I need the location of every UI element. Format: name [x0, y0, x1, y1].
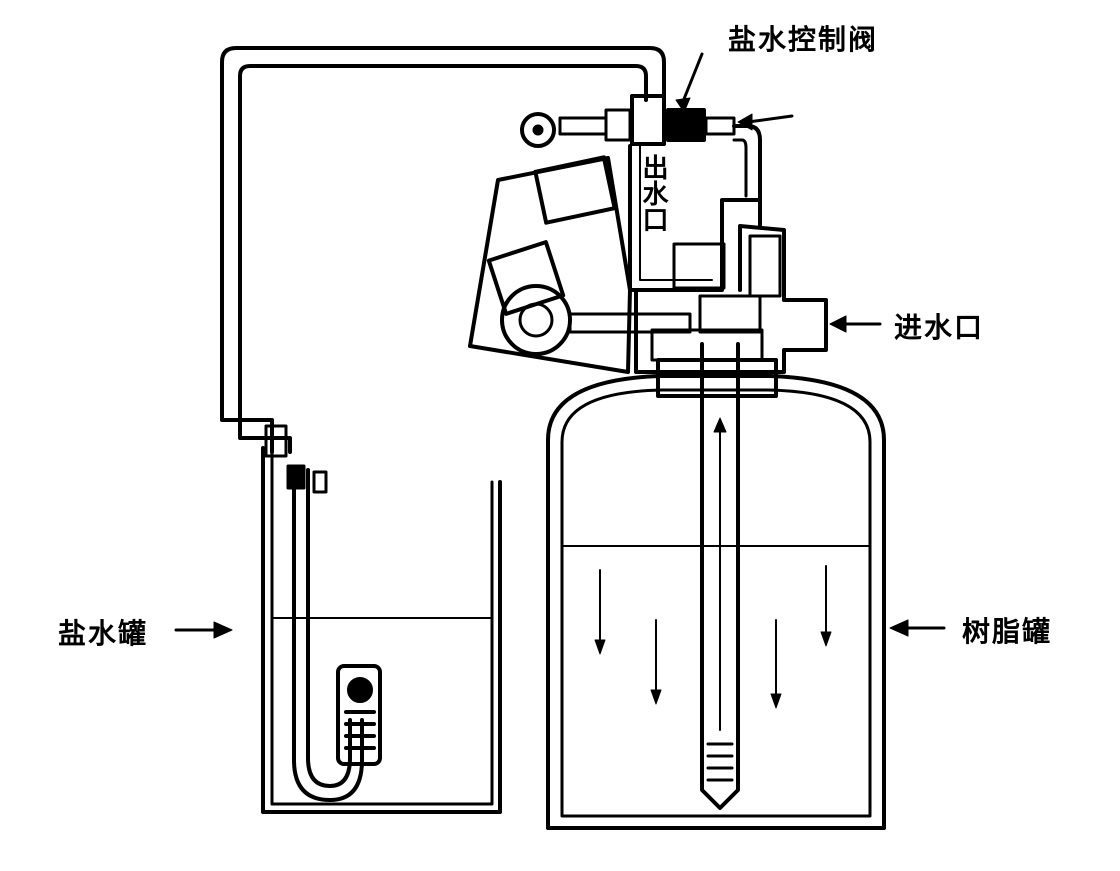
air-check-float	[336, 664, 382, 766]
brine-u-tube	[292, 468, 364, 802]
brine-line-pipe	[220, 46, 666, 454]
callout-arrows	[174, 52, 946, 639]
resin-tank	[546, 342, 886, 830]
control-valve-head	[468, 94, 828, 374]
outlet-label: 出水口	[638, 154, 668, 232]
flow-arrows	[594, 565, 832, 709]
brine-tank-label: 盐水罐	[58, 617, 149, 650]
inlet-label: 进水口	[894, 311, 985, 344]
resin-tank-label: 树脂罐	[962, 615, 1053, 648]
brine-valve-label: 盐水控制阀	[728, 23, 879, 56]
